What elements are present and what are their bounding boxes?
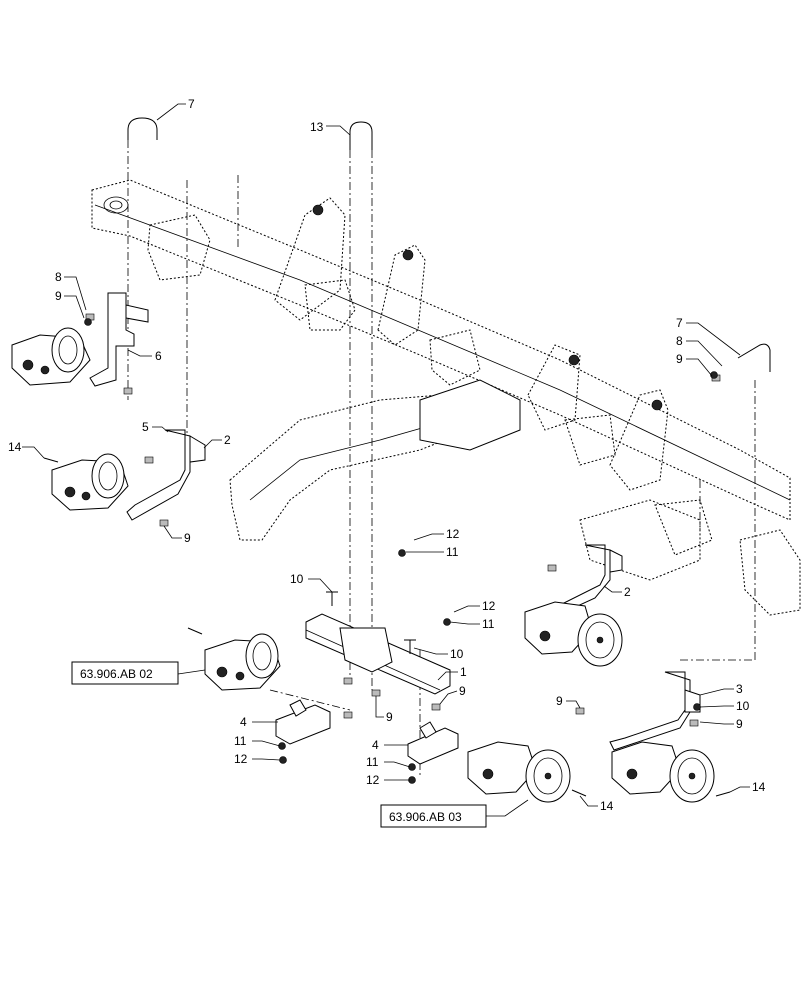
row-unit-low-center <box>467 741 571 803</box>
callout-11-upper: 11 <box>446 545 459 559</box>
bracket-3 <box>609 671 701 751</box>
callout-14-center: 14 <box>600 799 614 813</box>
bracket-6 <box>89 292 149 387</box>
callout-6: 6 <box>155 349 162 363</box>
callout-9-right-lower: 9 <box>736 717 743 731</box>
callout-5: 5 <box>142 420 149 434</box>
reference-label-ab02[interactable]: 63.906.AB 02 <box>80 667 153 681</box>
callout-9-lower-center: 9 <box>386 710 393 724</box>
u-bolt-13 <box>349 121 373 150</box>
callout-2-left: 2 <box>224 433 231 447</box>
callout-8-right: 8 <box>676 334 683 348</box>
mount-bar-1 <box>305 613 451 695</box>
callout-labels: 7 13 8 9 6 7 8 9 5 2 14 9 12 11 10 12 11… <box>8 97 766 813</box>
callout-9-right: 9 <box>676 352 683 366</box>
callout-11-left: 11 <box>234 734 247 748</box>
reference-box-ab02[interactable]: 63.906.AB 02 <box>71 661 179 685</box>
callout-14-left: 14 <box>8 440 22 454</box>
bracket-2-left <box>189 435 206 463</box>
u-bolt-7-left <box>127 117 158 140</box>
callout-7-top-left: 7 <box>188 97 195 111</box>
callout-11-mid: 11 <box>482 617 495 631</box>
toolbar-frame <box>91 179 801 616</box>
u-bolt-7-right <box>737 343 771 372</box>
callout-10-upper: 10 <box>290 572 304 586</box>
callout-4-center: 4 <box>372 738 379 752</box>
callout-12-upper: 12 <box>446 527 460 541</box>
callout-8-left: 8 <box>55 270 62 284</box>
reference-box-ab03[interactable]: 63.906.AB 03 <box>380 804 487 828</box>
row-unit-low-left <box>204 633 281 691</box>
callout-9-mid: 9 <box>459 684 466 698</box>
row-unit-center-right <box>524 601 623 667</box>
callout-12-mid: 12 <box>482 599 496 613</box>
callout-13: 13 <box>310 120 324 134</box>
callout-10-right: 10 <box>736 699 750 713</box>
callout-9-left: 9 <box>55 289 62 303</box>
row-unit-top-left <box>11 327 91 386</box>
callout-11-center: 11 <box>366 755 379 769</box>
bracket-5 <box>126 429 191 521</box>
callout-12-center: 12 <box>366 773 380 787</box>
row-unit-low-right <box>611 741 715 803</box>
row-unit-mid-left <box>51 453 129 511</box>
callout-4-left: 4 <box>240 715 247 729</box>
callout-7-right: 7 <box>676 316 683 330</box>
callout-14-right: 14 <box>752 780 766 794</box>
clamp-plate-4-right <box>407 721 459 765</box>
leader-lines <box>22 103 750 817</box>
callout-9-bracket: 9 <box>184 531 191 545</box>
callout-9-bracket-3: 9 <box>556 694 563 708</box>
callout-12-left: 12 <box>234 752 248 766</box>
hardware-nuts-washers <box>43 313 731 797</box>
callout-3: 3 <box>736 682 743 696</box>
clamp-plate-4-left <box>275 699 331 745</box>
callout-1: 1 <box>460 665 467 679</box>
reference-label-ab03[interactable]: 63.906.AB 03 <box>389 810 462 824</box>
callout-2-right: 2 <box>624 585 631 599</box>
callout-10-mid: 10 <box>450 647 464 661</box>
